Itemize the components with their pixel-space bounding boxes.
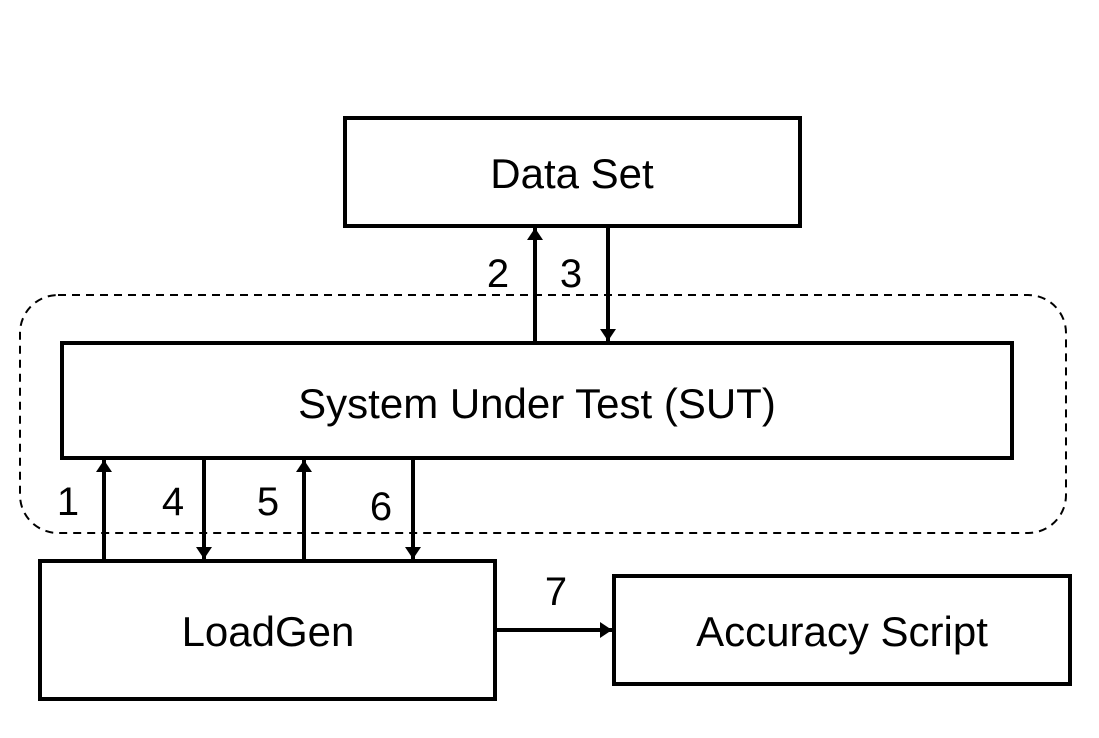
- sut-label: System Under Test (SUT): [298, 380, 776, 427]
- arrow-label-4: 4: [162, 480, 184, 524]
- arrow-label-3: 3: [560, 252, 582, 296]
- sut-box: [60, 341, 1014, 460]
- arrow-label-7: 7: [545, 570, 567, 614]
- accuracy-script-label: Accuracy Script: [696, 608, 988, 655]
- loadgen-label: LoadGen: [182, 608, 355, 655]
- sut-boundary: [19, 294, 1067, 534]
- loadgen-box: [38, 559, 497, 701]
- arrow-label-5: 5: [257, 480, 279, 524]
- accuracy-script-box: [612, 574, 1072, 686]
- sut-node: System Under Test (SUT): [60, 341, 1014, 460]
- data-set-label: Data Set: [490, 150, 654, 197]
- data-set-box: [343, 116, 802, 228]
- loadgen-node: LoadGen: [38, 559, 497, 701]
- accuracy-script-node: Accuracy Script: [612, 574, 1072, 686]
- arrow-label-2: 2: [487, 252, 509, 296]
- arrow-label-1: 1: [57, 480, 79, 524]
- data-set-node: Data Set: [343, 116, 802, 228]
- arrow-label-6: 6: [370, 485, 392, 529]
